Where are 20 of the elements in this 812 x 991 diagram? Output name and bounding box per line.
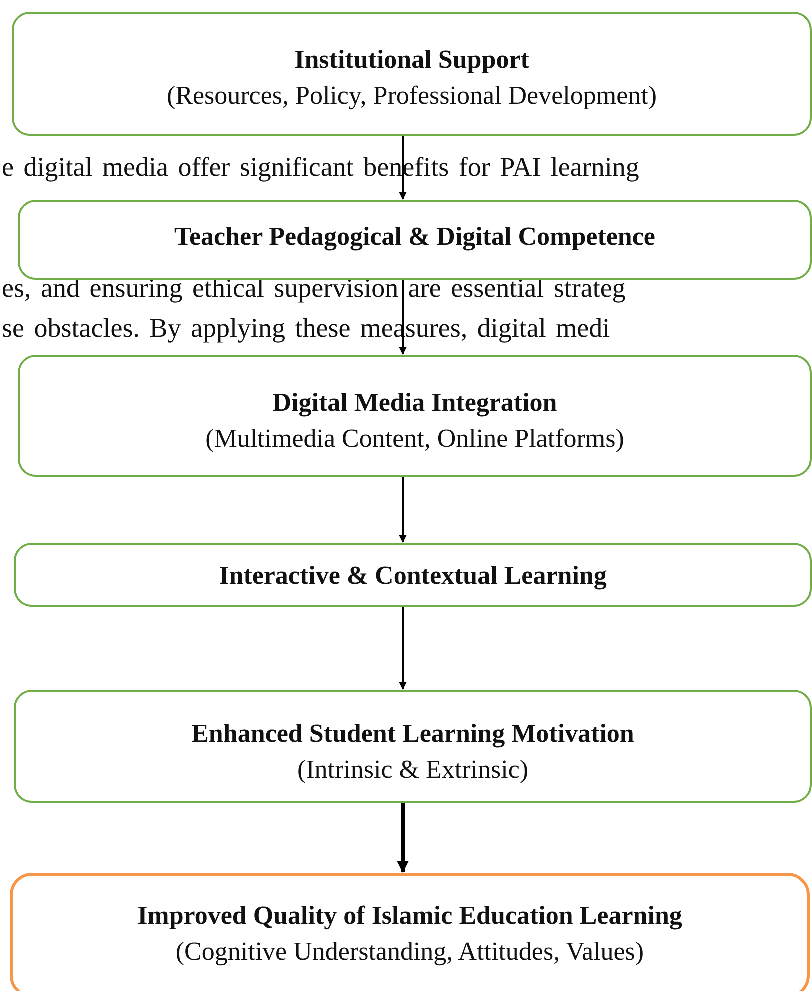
box-subtext: (Intrinsic & Extrinsic): [297, 754, 529, 786]
box-subtext: (Cognitive Understanding, Attitudes, Values): [176, 936, 644, 968]
process-box: [14, 690, 812, 803]
box-subtext: (Resources, Policy, Professional Development): [166, 80, 658, 112]
box-subtext: (Multimedia Content, Online Platforms): [206, 423, 624, 455]
box-heading: Institutional Support: [294, 44, 530, 76]
arrow: [399, 477, 407, 543]
process-box: [14, 543, 812, 607]
process-box: [12, 12, 812, 136]
box-heading: Interactive & Contextual Learning: [219, 560, 607, 592]
process-box: [10, 873, 810, 991]
arrow: [397, 803, 409, 873]
process-box: [18, 355, 812, 477]
box-heading: Teacher Pedagogical & Digital Competence: [174, 221, 656, 253]
arrow: [399, 607, 407, 690]
box-heading: Digital Media Integration: [272, 387, 558, 419]
box-heading: Enhanced Student Learning Motivation: [192, 718, 634, 750]
process-box: [18, 200, 812, 280]
background-text: es, and ensuring ethical supervision are essential strateg: [2, 273, 627, 303]
box-heading: Improved Quality of Islamic Education Learning: [138, 900, 682, 932]
